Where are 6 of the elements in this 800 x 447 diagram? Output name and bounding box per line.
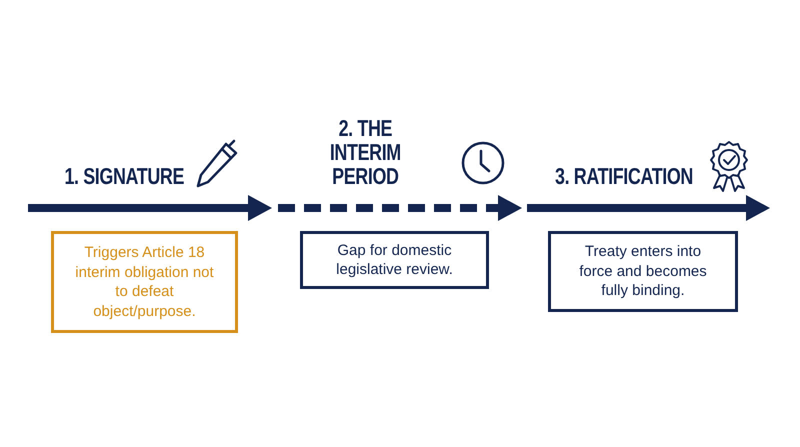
description-text: Triggers Article 18 interim obligation not to defeat object/purpose. [74, 243, 215, 321]
stage-heading: 2. THE INTERIM PERIOD [328, 116, 402, 188]
description-text: Treaty enters into force and becomes fully binding. [578, 242, 708, 301]
stage-heading: 1. SIGNATURE [63, 164, 186, 188]
stage-heading: 3. RATIFICATION [554, 164, 694, 188]
description-text: Gap for domestic legislative review. [335, 240, 454, 280]
